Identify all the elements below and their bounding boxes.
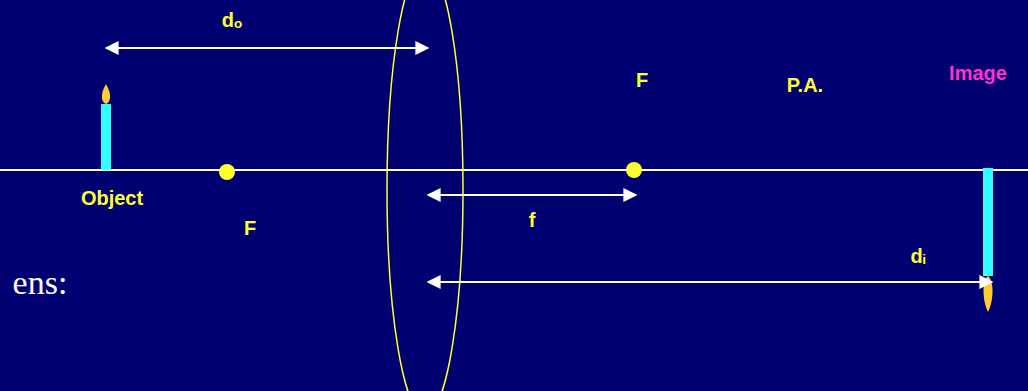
image-distance-arrow — [428, 281, 992, 283]
focal-point-label: F — [244, 217, 256, 239]
caption-fragment: ens: — [13, 264, 68, 301]
object-flame — [102, 84, 110, 104]
object-candle — [101, 104, 111, 170]
focal-length-arrow — [428, 194, 636, 196]
focal-length-label: f — [529, 209, 536, 231]
object-distance-arrow — [106, 47, 428, 49]
distance-label: dᵢ — [910, 245, 925, 267]
distance-label: dₒ — [222, 9, 242, 31]
focal-point-label: F — [636, 69, 648, 91]
object-label: Object — [81, 187, 143, 209]
focal-point — [219, 164, 235, 180]
principal-axis — [0, 169, 1028, 171]
axis-label: P.A. — [787, 74, 823, 96]
focal-point — [626, 162, 642, 178]
image-candle — [983, 168, 993, 276]
image-label: Image — [949, 62, 1007, 84]
